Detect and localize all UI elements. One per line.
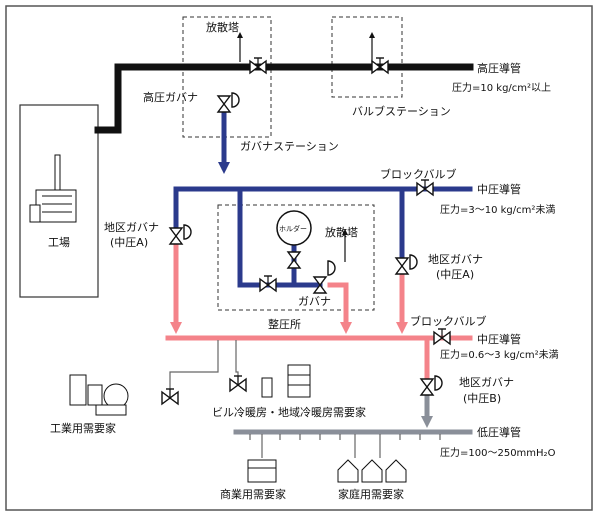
building-consumer-label: ビル冷暖房・地域冷暖房需要家: [212, 405, 366, 419]
governor-station-box: [182, 16, 272, 138]
industrial-consumer-label: 工業用需要家: [50, 421, 116, 435]
governor-label: ガバナ: [298, 295, 331, 308]
factory-icon: [29, 154, 77, 223]
low-pressure-spec: 圧力=100～250mmH₂O: [440, 446, 556, 459]
house-icon: [337, 459, 407, 483]
low-pressure-pipe-label: 低圧導管: [477, 425, 521, 439]
governor-station-label: ガバナステーション: [240, 140, 339, 153]
medium-pressure-spec-2: 圧力=0.6～3 kg/cm²未満: [440, 348, 559, 361]
district-governor-right-label: 地区ガバナ: [428, 253, 483, 266]
district-governor-left-label: 地区ガバナ: [104, 221, 159, 234]
high-pressure-pipeline: [94, 63, 474, 134]
district-governor-left-sublabel: (中圧A): [110, 236, 148, 249]
commercial-consumer-label: 商業用需要家: [220, 487, 286, 501]
vent-tower-icon: [237, 32, 375, 235]
medium-pressure-pipe-label-1: 中圧導管: [477, 182, 521, 196]
commercial-building-icon: [247, 459, 277, 483]
regulator-station-label: 整圧所: [268, 317, 301, 331]
block-valve-label-1: ブロックバルブ: [380, 167, 456, 181]
district-governor-right-sublabel: (中圧A): [436, 268, 474, 281]
district-governor-b-label: 地区ガバナ: [459, 376, 514, 389]
high-pressure-spec: 圧力=10 kg/cm²以上: [452, 81, 551, 94]
building-icon: [261, 364, 311, 398]
holder-icon: [276, 210, 312, 246]
medium-pressure-spec-1: 圧力=3～10 kg/cm²未満: [440, 203, 555, 216]
regulator-station-box: [217, 204, 375, 311]
vent-tower-label-mid: 放散塔: [325, 225, 358, 239]
outer-border: [5, 5, 593, 511]
vent-tower-label-top: 放散塔: [206, 20, 239, 34]
district-governor-b-sublabel: (中圧B): [463, 392, 501, 405]
block-valve-label-2: ブロックバルブ: [410, 314, 486, 328]
factory-label: 工場: [48, 236, 70, 249]
arrow-left-governor: [170, 322, 182, 334]
high-pressure-pipe-label: 高圧導管: [477, 61, 521, 75]
valve-station-box: [331, 16, 403, 98]
arrow-regulator: [340, 322, 352, 334]
arrow-low-pressure: [421, 416, 433, 428]
industrial-consumer-icon: [69, 374, 129, 416]
valve-station-label: バルブステーション: [352, 104, 451, 118]
arrow-right-governor: [396, 322, 408, 334]
household-consumer-label: 家庭用需要家: [338, 487, 404, 501]
vent-tower-stacks: [239, 38, 373, 262]
medium-pressure-pipe-label-2: 中圧導管: [477, 332, 521, 346]
service-lines: [169, 340, 441, 458]
medium-pressure-b-pipeline: [165, 243, 473, 381]
holder-label: ホルダー: [279, 224, 307, 233]
arrow-gov-station: [218, 162, 230, 174]
high-pressure-governor-label: 高圧ガバナ: [143, 90, 198, 104]
